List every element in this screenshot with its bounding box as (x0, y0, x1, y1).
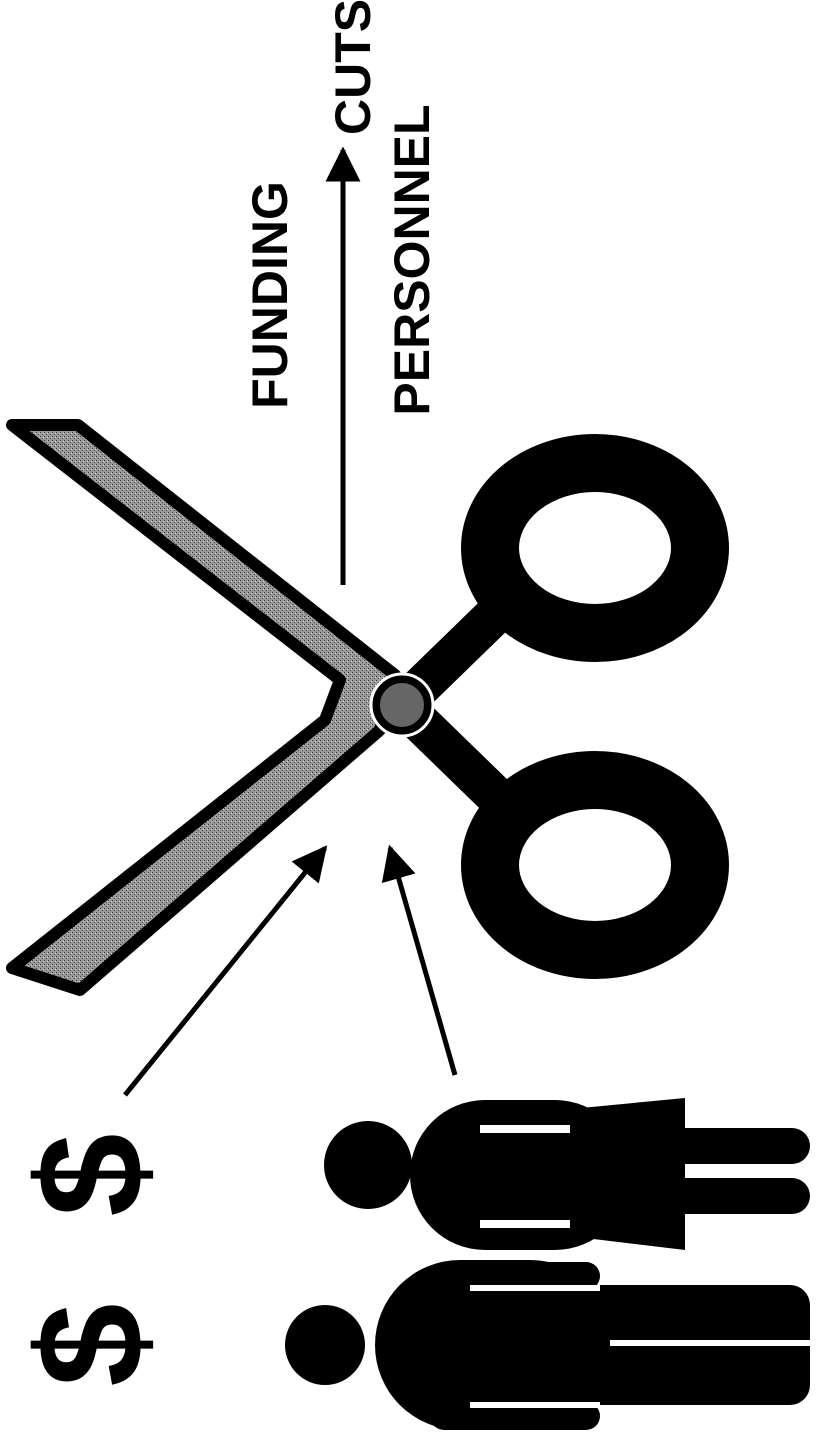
woman-icon (324, 1098, 810, 1250)
scissors-blade-gray (12, 425, 395, 990)
scissors-ring-lower (490, 780, 700, 950)
scissors-ring-upper (490, 463, 700, 633)
dollar-sign-icon: $ (15, 1110, 165, 1240)
personnel-label: PERSONNEL (382, 85, 442, 435)
dollar-sign-icon: $ (15, 1280, 165, 1410)
scissors-pivot (376, 679, 428, 731)
cuts-label: CUTS (323, 5, 383, 135)
personnel-arrow (390, 848, 455, 1075)
funding-label: FUNDING (240, 160, 300, 430)
man-icon (285, 1260, 810, 1430)
scissors-icon (12, 425, 700, 990)
